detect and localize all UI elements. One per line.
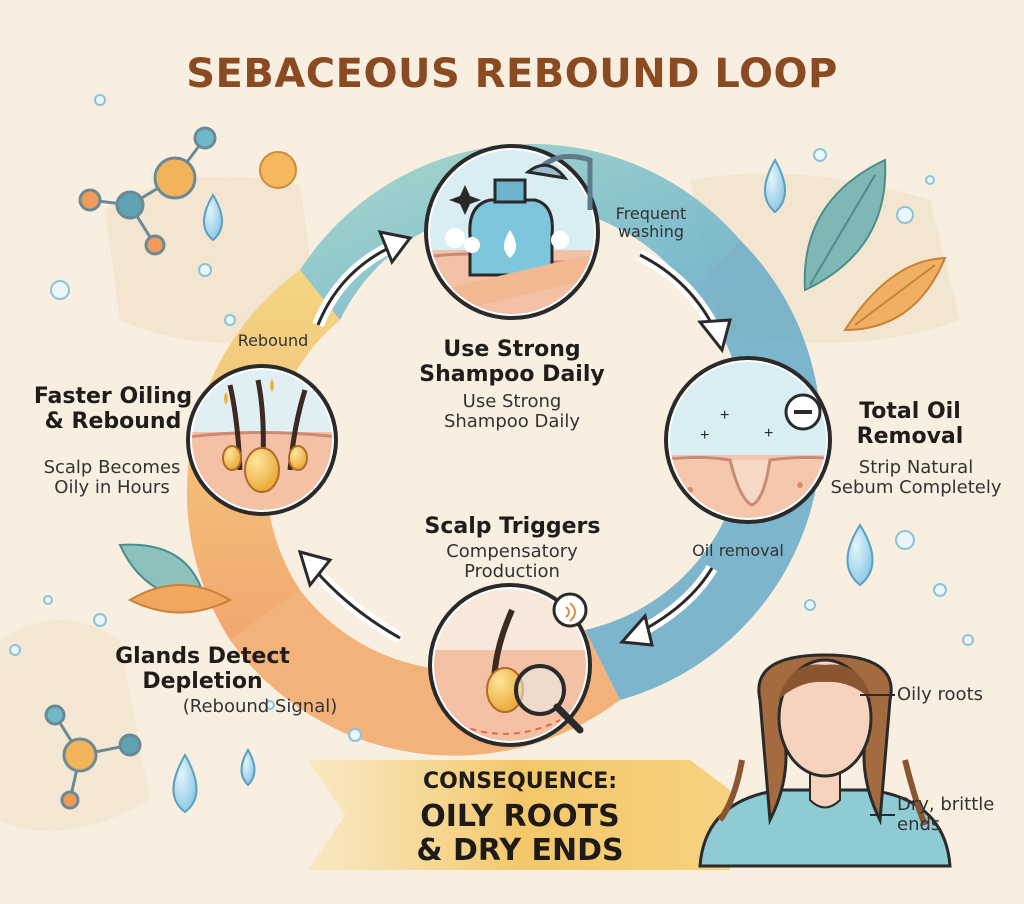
step-rebound-heading: Faster Oiling & Rebound <box>33 384 193 434</box>
oil-bead-decoration <box>259 151 297 189</box>
consequence-banner <box>308 760 730 870</box>
step-shampoo-heading: Use Strong Shampoo Daily <box>419 337 605 387</box>
svg-text:+: + <box>700 427 709 444</box>
step-shampoo-subtext: Use Strong Shampoo Daily <box>443 391 581 433</box>
step-rebound-subtext: Scalp Becomes Oily in Hours <box>43 457 181 499</box>
step-scalp-heading: Scalp Triggers <box>424 514 601 539</box>
consequence-line-1: OILY ROOTS <box>420 799 620 834</box>
step-removal-heading: Total Oil Removal <box>856 399 964 449</box>
loop-segment-right <box>585 240 822 700</box>
svg-text:+: + <box>764 425 773 442</box>
arrow-to-shampoo <box>312 229 413 328</box>
arrow-to-scalp <box>618 564 718 647</box>
step-removal-subtext: Strip Natural Sebum Completely <box>830 457 1002 499</box>
arrow-label-oil-removal: Oil removal <box>692 541 784 560</box>
rebound-illustration <box>186 364 338 516</box>
molecule-decoration <box>44 126 217 810</box>
arrow-to-removal <box>637 249 732 354</box>
step-glands-subtext: (Rebound Signal) <box>182 696 338 717</box>
diagram-title: SEBACEOUS REBOUND LOOP <box>186 51 838 97</box>
consequence-label: CONSEQUENCE: <box>422 769 618 794</box>
arrow-label-washing: Frequent washing <box>615 204 687 241</box>
step-glands-heading: Glands Detect Depletion <box>115 644 290 694</box>
arrow-to-glands <box>297 549 403 644</box>
person-label-roots: Oily roots <box>897 684 984 705</box>
step-scalp-subtext: Compensatory Production <box>446 541 578 583</box>
consequence-line-2: & DRY ENDS <box>416 833 624 868</box>
svg-text:+: + <box>720 407 729 424</box>
arrow-label-rebound: Rebound <box>237 331 309 350</box>
bubble-decoration <box>9 94 974 742</box>
loop-segment-top <box>300 143 740 320</box>
leaf-decoration <box>118 158 947 614</box>
person-illustration <box>698 653 952 868</box>
water-drop-decoration <box>172 157 874 814</box>
scalp-trigger-illustration <box>428 583 592 747</box>
person-label-ends: Dry, brittle ends <box>897 794 995 836</box>
shampoo-illustration <box>424 144 600 320</box>
